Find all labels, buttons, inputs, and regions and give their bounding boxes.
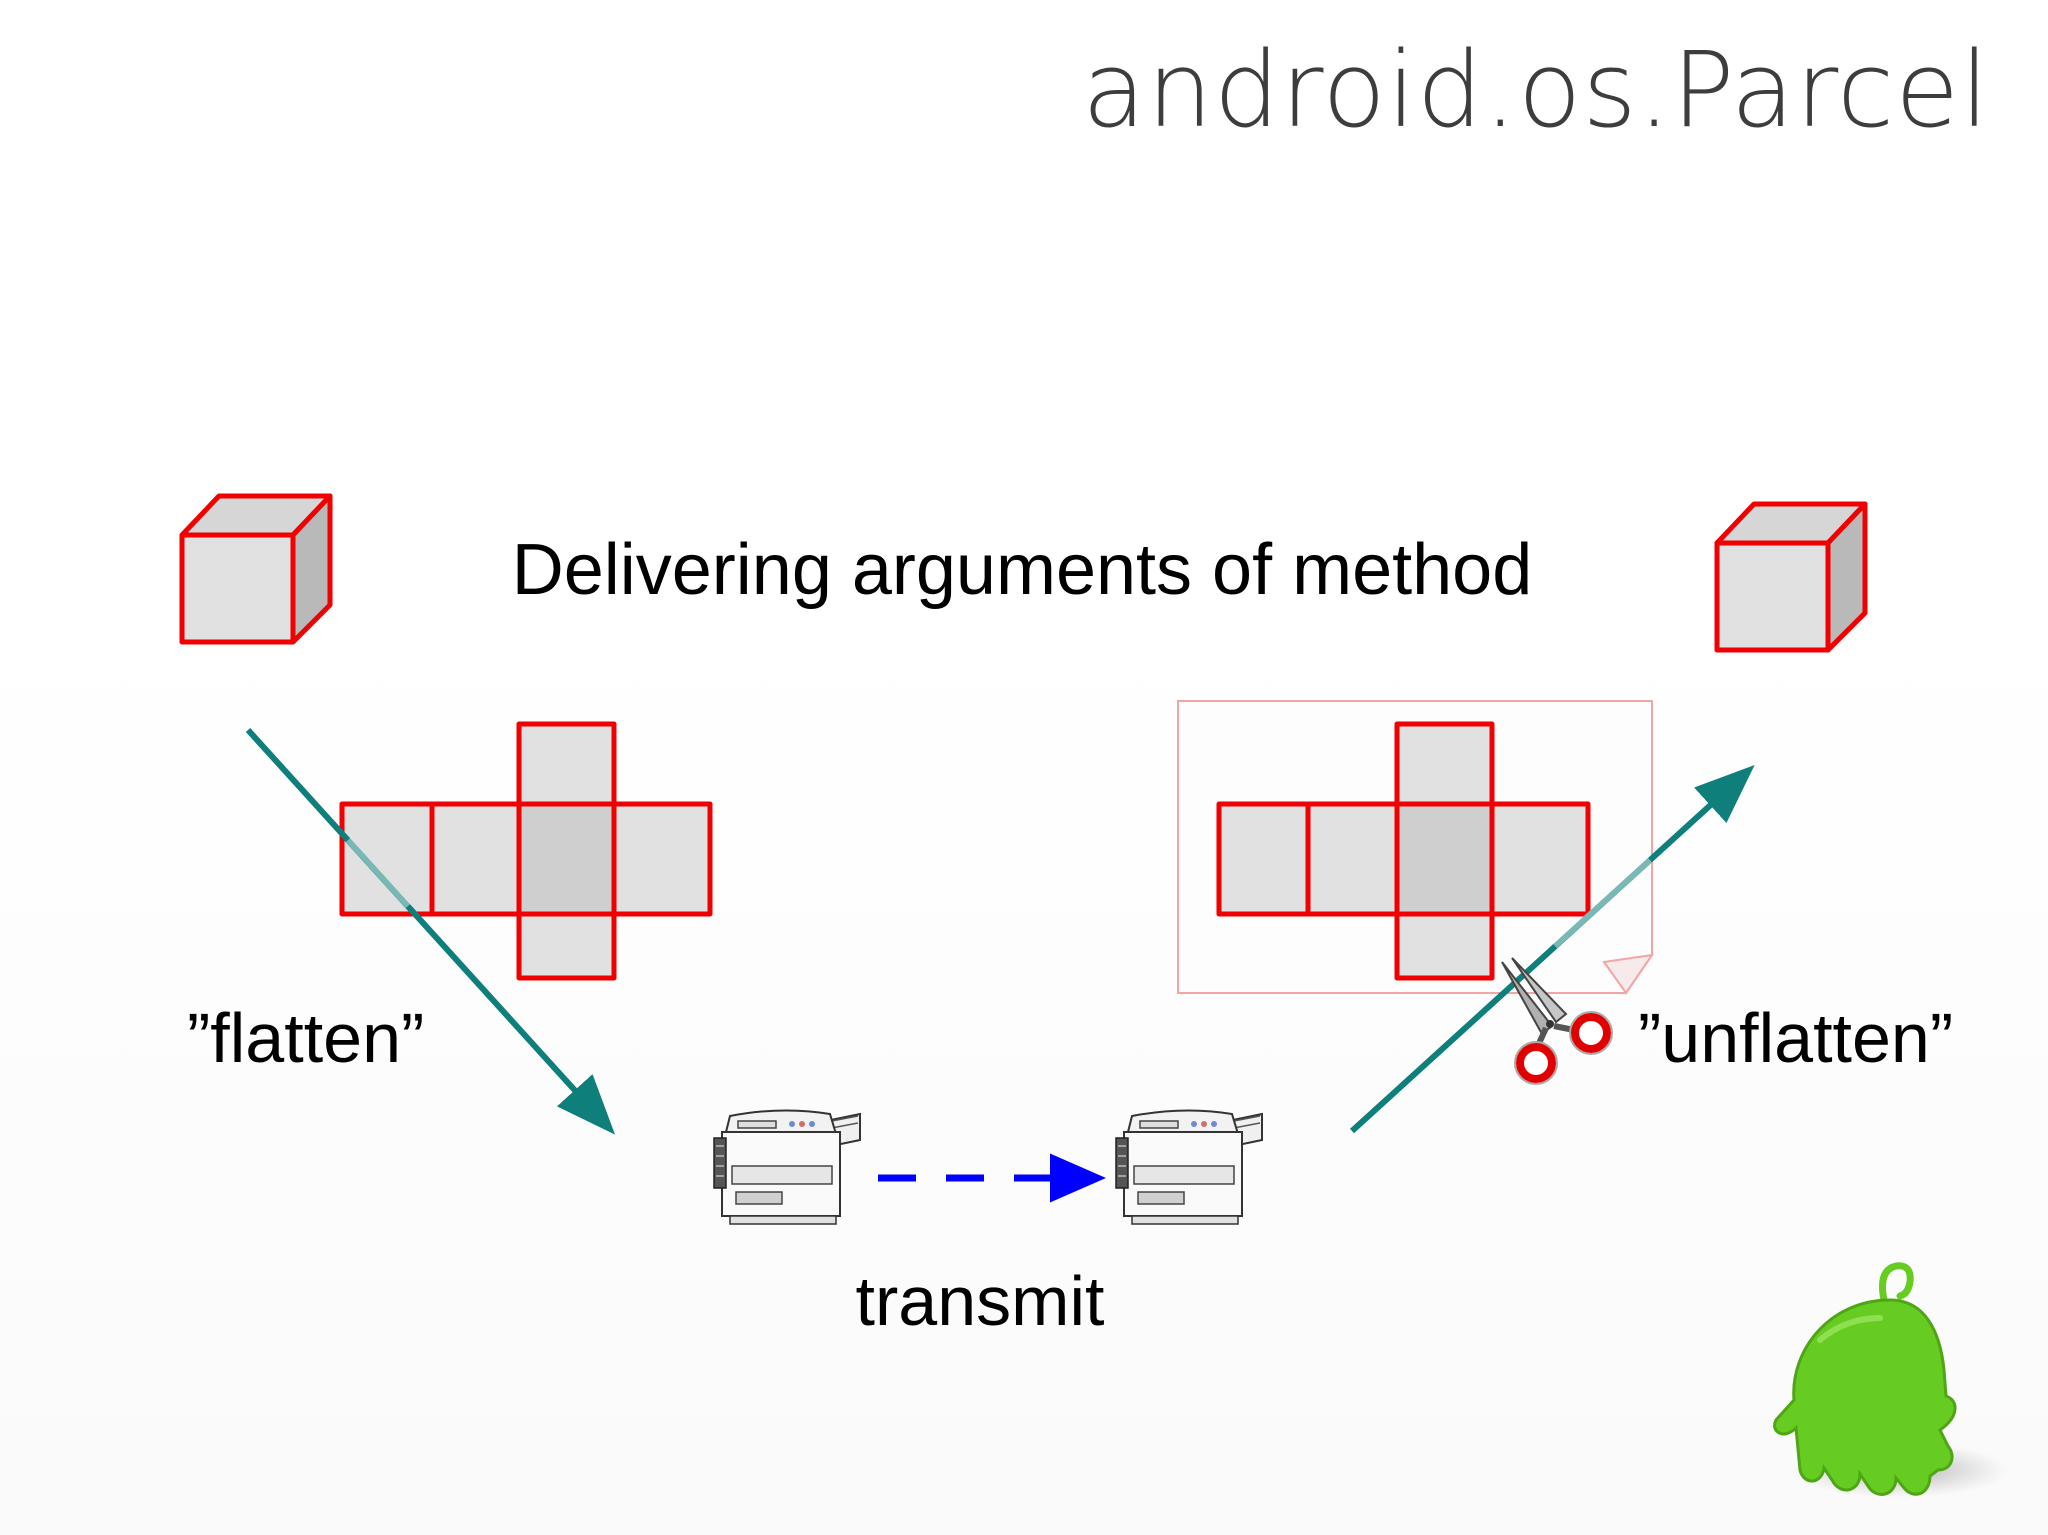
transmit-label: transmit bbox=[856, 1262, 1105, 1340]
slide-title: android.os.Parcel bbox=[1082, 29, 1990, 151]
unflatten-label: ”unflatten” bbox=[1638, 999, 1953, 1077]
diagram-caption: Delivering arguments of method bbox=[512, 530, 1533, 610]
scissors-icon bbox=[1501, 957, 1613, 1085]
flattened-net-right bbox=[1216, 721, 1591, 981]
receiver-fax-icon bbox=[1115, 1109, 1263, 1225]
flattened-net-left bbox=[339, 721, 713, 981]
green-mascot-icon bbox=[1773, 1262, 2010, 1498]
destination-cube-icon bbox=[1714, 501, 1868, 653]
sender-fax-icon bbox=[713, 1109, 861, 1225]
source-cube-icon bbox=[179, 493, 333, 645]
unflatten-arrow bbox=[1349, 764, 1755, 1134]
flatten-arrow bbox=[245, 727, 616, 1135]
flatten-label: ”flatten” bbox=[187, 999, 424, 1077]
